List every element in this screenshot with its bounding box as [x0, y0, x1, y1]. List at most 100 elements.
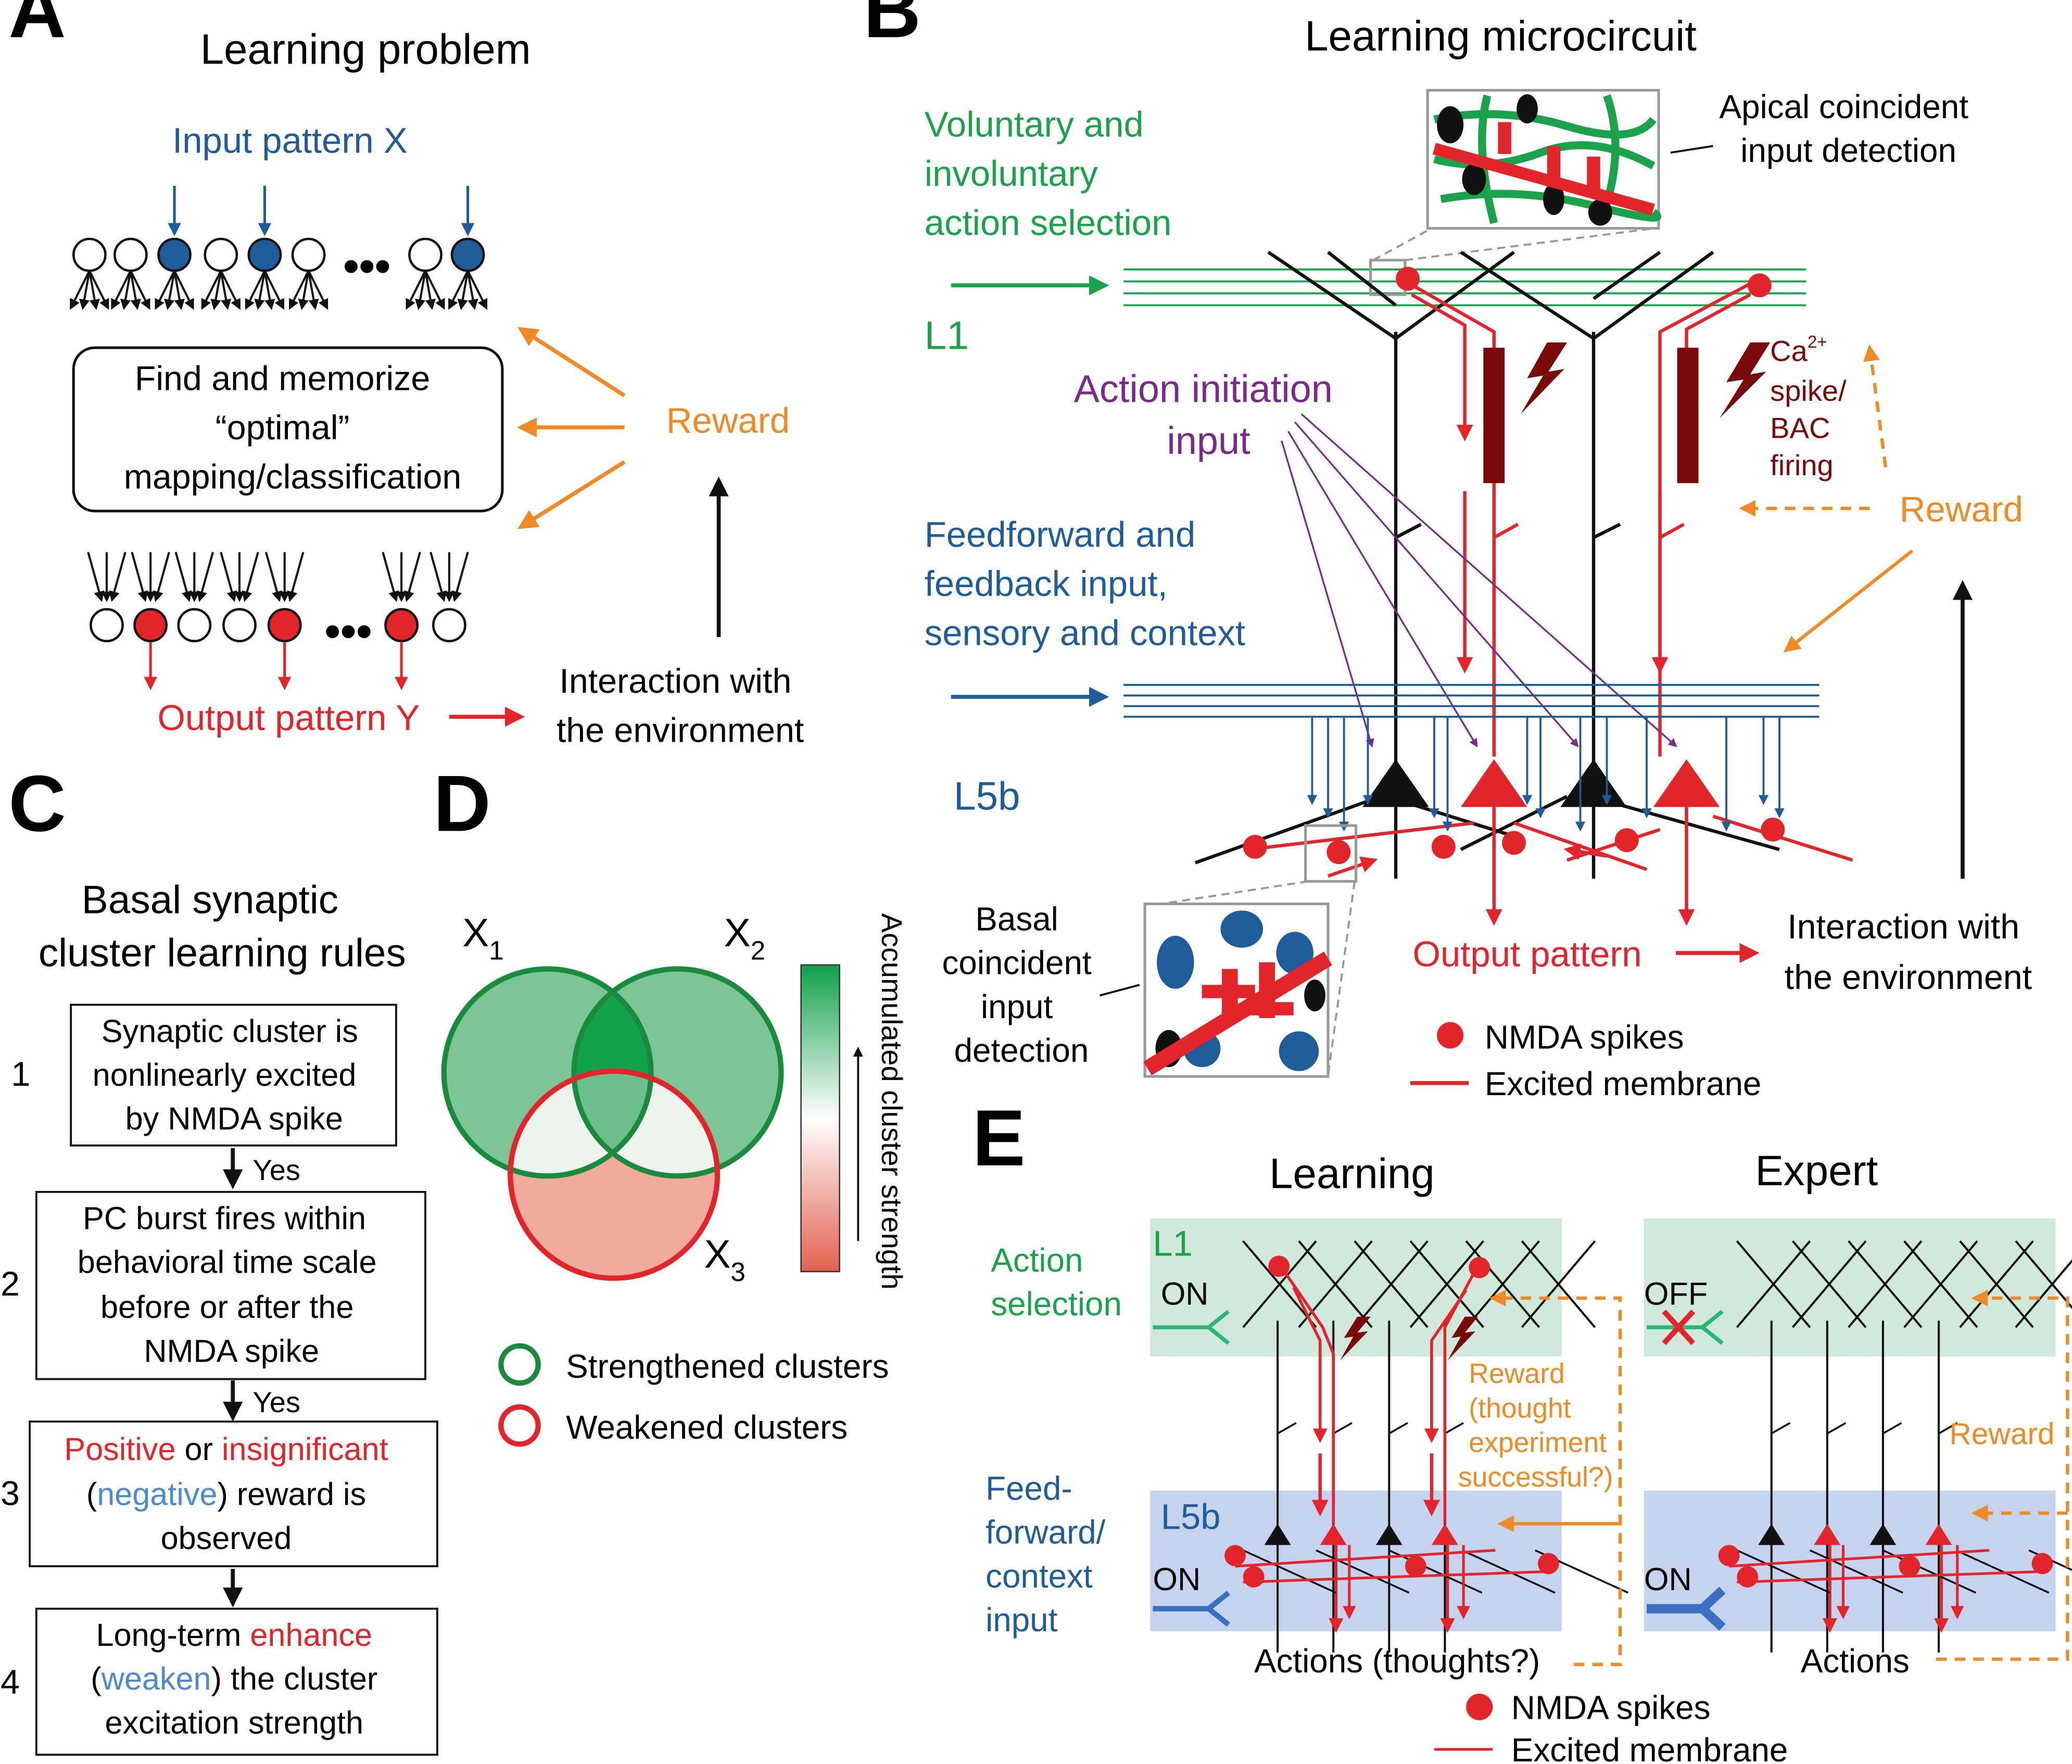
input-neuron	[408, 237, 443, 272]
rule-3-line-3: observed	[161, 1520, 292, 1556]
soma	[1758, 1524, 1785, 1545]
output-neuron-input	[265, 552, 282, 602]
input-neuron	[157, 237, 192, 272]
oblique-dendrite	[1771, 1422, 1791, 1435]
input-neuron-axon	[201, 270, 222, 310]
input-neuron-axon	[173, 270, 185, 310]
basal-excitation-arrow	[1563, 843, 1608, 860]
input-neuron-axon	[70, 270, 91, 310]
output-neuron	[222, 608, 257, 642]
output-neuron	[432, 608, 466, 642]
input-neuron-axon	[130, 270, 150, 310]
panel-a: A Learning problem Input pattern X ••• F…	[8, 0, 804, 750]
input-neuron-axon	[415, 270, 426, 310]
input-neuron	[113, 237, 148, 272]
rule-4-line-3: excitation strength	[105, 1705, 363, 1740]
basal-dendrite	[1243, 1549, 1337, 1594]
mapping-box-text: Find and memorize “optimal” mapping/clas…	[124, 360, 462, 497]
input-neuron-axon	[466, 270, 488, 310]
soma	[1264, 1524, 1291, 1545]
input-neuron-axon	[424, 270, 445, 310]
output-neuron-input	[403, 552, 421, 602]
legend-strengthened-label: Strengthened clusters	[566, 1348, 889, 1385]
red-soma-2	[1653, 759, 1720, 807]
actions-expert-label: Actions	[1801, 1642, 1910, 1680]
input-neuron-axon	[111, 270, 132, 310]
apical-nmda-spike	[1268, 1255, 1290, 1277]
input-neuron-axon	[298, 270, 310, 310]
soma	[1814, 1524, 1841, 1545]
input-neuron-axon	[220, 270, 241, 310]
lightning-icon-2	[1720, 342, 1771, 418]
output-neuron-input	[174, 552, 192, 602]
basal-nmda-spike	[1326, 840, 1351, 865]
input-neuron-axon	[129, 270, 141, 310]
panel-a-letter: A	[8, 0, 66, 54]
basal-dendrite	[1316, 1549, 1410, 1594]
output-neuron-input	[131, 552, 148, 602]
expert-reward-loop	[1936, 1289, 2069, 1661]
basal-nmda-spike	[1899, 1555, 1921, 1577]
apical-nmda-spike-1	[1396, 266, 1420, 291]
legend-strengthened-icon	[498, 1343, 541, 1386]
expert-l1-off: OFF	[1644, 1276, 1708, 1312]
soma	[1375, 1524, 1403, 1545]
input-neuron-axon	[307, 270, 329, 310]
output-neuron	[267, 608, 302, 642]
rule-4-line-2: (weaken) the cluster	[91, 1661, 377, 1696]
apical-branch	[1409, 1240, 1484, 1328]
panel-e-letter: E	[972, 1094, 1026, 1183]
basal-dendrite	[1388, 1549, 1483, 1594]
rule-box-4	[35, 1607, 438, 1756]
basal-nmda-spike	[1405, 1555, 1426, 1577]
input-neuron	[450, 237, 485, 272]
learning-l1-label: L1	[1153, 1223, 1193, 1263]
legend-nmda-label-e: NMDA spikes	[1511, 1689, 1711, 1726]
rule-1-number: 1	[11, 1055, 30, 1094]
input-neuron-axon	[164, 270, 176, 310]
output-neuron-input	[109, 552, 127, 602]
basal-nmda-spike	[1718, 1545, 1740, 1567]
input-neuron-axon	[120, 270, 132, 310]
learning-neurons	[1224, 1240, 1629, 1653]
panel-c: C Basal synaptic cluster learning rules …	[1, 759, 438, 1756]
learning-l1-on: ON	[1161, 1276, 1209, 1312]
apical-branch	[1959, 1240, 2034, 1328]
rule-box-3	[29, 1420, 438, 1567]
apical-nmda-spike-2	[1747, 273, 1772, 298]
learning-title: Learning	[1269, 1150, 1435, 1197]
reward-label-b: Reward	[1900, 489, 2023, 529]
env-label-a: Interaction with the environment	[557, 662, 804, 750]
ca-spike-bar-2	[1677, 348, 1699, 484]
basal-dendrite	[1461, 1549, 1556, 1594]
lightning-icon-e2	[1447, 1316, 1479, 1361]
output-neuron-input	[429, 552, 447, 602]
output-pattern-label: Output pattern Y	[157, 698, 420, 738]
black-soma-2	[1560, 759, 1627, 807]
ca-spike-bar-1	[1483, 348, 1505, 484]
legend-weakened-icon	[498, 1404, 541, 1447]
input-neuron	[291, 237, 326, 272]
input-neuron-axon	[263, 270, 284, 310]
output-neuron	[133, 608, 168, 642]
panel-d: D X1 X2 X3 Accumulated cluster strength …	[433, 759, 908, 1447]
output-neuron-input	[87, 552, 105, 602]
output-neuron-input	[220, 552, 237, 602]
output-neuron-input	[451, 552, 469, 602]
basal-excitation-arrow	[1327, 856, 1378, 878]
output-neuron-input	[382, 552, 399, 602]
apical-excited-membrane	[1443, 1266, 1479, 1524]
basal-nmda-spike	[1737, 1566, 1759, 1588]
learning-l1-synapse-icon	[1153, 1310, 1230, 1345]
basal-zoom-line	[1153, 880, 1309, 907]
panel-e: E Learning Expert Action selection Feed-…	[972, 1094, 2072, 1764]
action-init-label: Action initiation input	[1074, 367, 1344, 462]
apical-branch	[1298, 1240, 1373, 1328]
ca-spike-label: Ca2+ spike/ BAC firing	[1770, 321, 1854, 481]
output-neuron-input	[287, 552, 305, 602]
soma	[1320, 1524, 1347, 1545]
reward-arrows-a	[516, 327, 626, 529]
apical-branch	[1465, 1240, 1540, 1328]
expert-title: Expert	[1755, 1147, 1878, 1195]
